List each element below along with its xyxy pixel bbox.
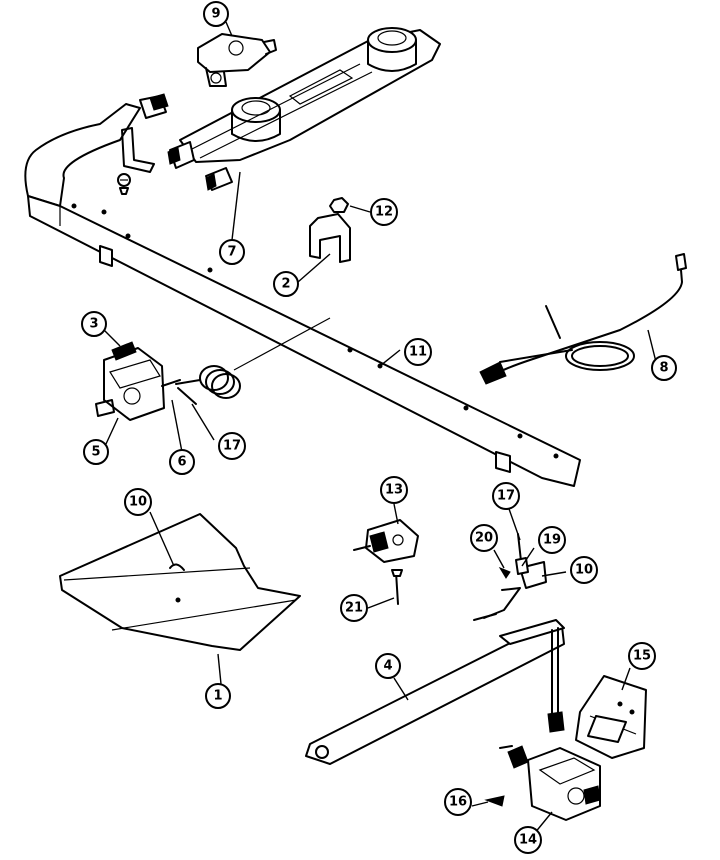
svg-text:20: 20 (475, 531, 493, 546)
svg-text:2: 2 (281, 277, 290, 292)
svg-text:16: 16 (449, 795, 467, 810)
callout-13: 13 (380, 476, 408, 504)
svg-text:21: 21 (345, 601, 363, 616)
part-1-shield (59, 513, 301, 651)
svg-text:17: 17 (223, 439, 241, 454)
part-9-orifice-holder (197, 33, 277, 87)
svg-text:3: 3 (89, 317, 98, 332)
svg-text:9: 9 (211, 7, 220, 22)
part-15-bracket (575, 675, 647, 759)
callout-8: 8 (651, 355, 677, 381)
callout-5: 5 (83, 439, 109, 465)
callout-10: 10 (570, 556, 598, 584)
svg-text:13: 13 (385, 483, 403, 498)
part-3-valve (95, 341, 181, 421)
part-14-oven-valve (499, 745, 601, 821)
svg-text:8: 8 (659, 361, 668, 376)
part-13-valve (353, 519, 419, 563)
part-4-tube (305, 619, 565, 765)
svg-text:12: 12 (375, 205, 393, 220)
callout-19: 19 (538, 526, 566, 554)
svg-text:14: 14 (519, 833, 537, 848)
callout-11: 11 (404, 338, 432, 366)
part-11-main-rail (27, 195, 581, 487)
callout-17: 17 (218, 432, 246, 460)
svg-text:15: 15 (633, 649, 651, 664)
burner-assembly (167, 27, 441, 191)
part-21-screw (391, 569, 403, 605)
svg-text:17: 17 (497, 489, 515, 504)
callout-21: 21 (340, 594, 368, 622)
part-20-screw (498, 566, 511, 579)
callout-6: 6 (169, 449, 195, 475)
callout-15: 15 (628, 642, 656, 670)
svg-text:5: 5 (91, 445, 100, 460)
svg-text:4: 4 (383, 659, 392, 674)
callout-16: 16 (444, 788, 472, 816)
svg-text:6: 6 (177, 455, 186, 470)
svg-text:11: 11 (409, 345, 427, 360)
callout-2: 2 (273, 271, 299, 297)
svg-text:10: 10 (575, 563, 593, 578)
callout-17: 17 (492, 482, 520, 510)
part-16-screw (484, 795, 505, 807)
part-8-thermocouple (479, 253, 687, 385)
callout-20: 20 (470, 524, 498, 552)
svg-text:1: 1 (213, 689, 222, 704)
callout-14: 14 (514, 826, 542, 854)
callout-7: 7 (219, 239, 245, 265)
part-17-capillary-coil (175, 317, 331, 405)
svg-text:19: 19 (543, 533, 561, 548)
callout-9: 9 (203, 1, 229, 27)
leader-lines (103, 21, 657, 835)
callout-3: 3 (81, 311, 107, 337)
callout-4: 4 (375, 653, 401, 679)
part-10-bracket (473, 533, 547, 621)
svg-text:7: 7 (227, 245, 236, 260)
manifold-pipe (24, 93, 169, 207)
part-2-bracket (309, 213, 351, 263)
part-12-nut (329, 197, 349, 213)
callout-12: 12 (370, 198, 398, 226)
callout-10: 10 (124, 488, 152, 516)
callout-1: 1 (205, 683, 231, 709)
svg-text:10: 10 (129, 495, 147, 510)
